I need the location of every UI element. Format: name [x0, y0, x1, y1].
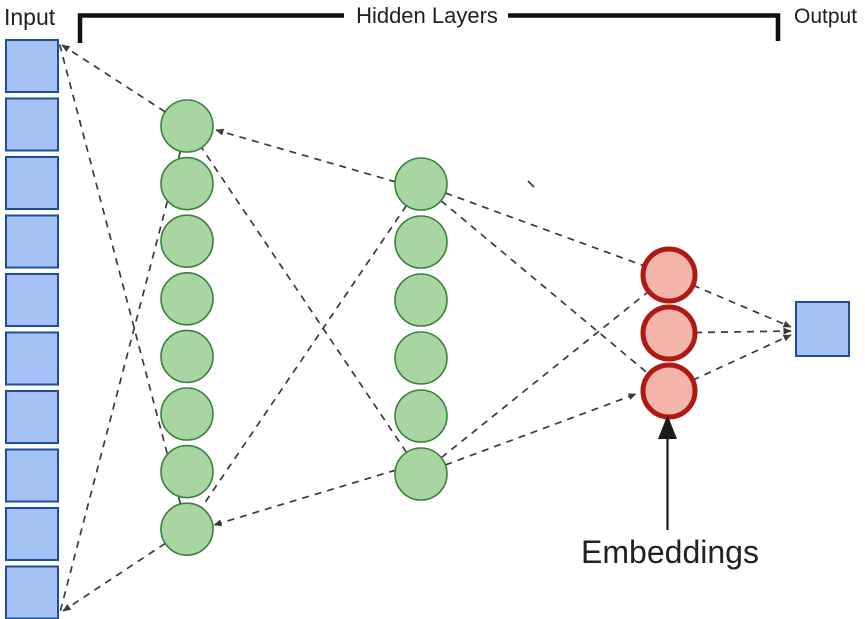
connection-line: [62, 528, 188, 612]
connection-line: [668, 334, 792, 392]
input-node: [5, 507, 59, 561]
hidden-node: [160, 502, 214, 557]
hidden-layer-2: [394, 157, 448, 501]
hidden-node: [394, 273, 448, 327]
stray-mark: [527, 180, 535, 188]
connection-line: [420, 183, 670, 276]
embeddings-label: Embeddings: [581, 534, 759, 570]
hidden-node: [160, 271, 214, 326]
connection-line: [186, 125, 422, 475]
hidden-node: [160, 387, 214, 441]
connection-line: [213, 469, 397, 527]
connection-line: [186, 183, 422, 530]
input-node: [5, 331, 59, 386]
hidden-node: [160, 214, 214, 268]
output-layer: [795, 301, 850, 357]
input-label: Input: [4, 4, 56, 30]
input-node: [5, 448, 59, 503]
connection-line: [215, 128, 397, 183]
hidden-node: [394, 447, 448, 501]
output-label: Output: [794, 5, 857, 28]
output-node: [795, 301, 850, 357]
pointer-arrowhead-icon: [658, 415, 677, 439]
hidden-node: [160, 329, 214, 384]
bracket-label-background: [344, 2, 508, 28]
embedding-node: [640, 362, 698, 420]
input-layer: [5, 39, 59, 619]
embedding-node: [640, 304, 698, 362]
hidden-node: [160, 99, 214, 153]
embeddings-layer: [640, 246, 698, 420]
input-node: [5, 273, 59, 327]
connection-line: [420, 183, 670, 392]
hidden-node: [160, 156, 214, 211]
input-node: [5, 214, 59, 269]
hidden-layer-1: [160, 99, 214, 557]
connection-line: [58, 125, 188, 617]
hidden-node: [160, 444, 214, 499]
hidden-node: [394, 389, 448, 443]
input-node: [5, 97, 59, 152]
hidden-node: [394, 215, 448, 269]
input-node: [5, 156, 59, 210]
embedding-node: [640, 246, 698, 304]
connection-edges: [58, 41, 792, 617]
hidden-node: [394, 157, 448, 211]
connection-line: [668, 274, 792, 328]
hidden-node: [394, 331, 448, 385]
hidden-layers-label: Hidden Layers: [356, 3, 498, 28]
input-node: [5, 390, 59, 444]
hidden-layers-bracket: [77, 2, 781, 43]
connection-line: [420, 393, 637, 475]
connection-line: [58, 41, 188, 530]
input-node: [5, 39, 59, 93]
embeddings-pointer-arrow: [658, 415, 677, 530]
input-node: [5, 565, 59, 619]
connection-line: [420, 274, 670, 475]
